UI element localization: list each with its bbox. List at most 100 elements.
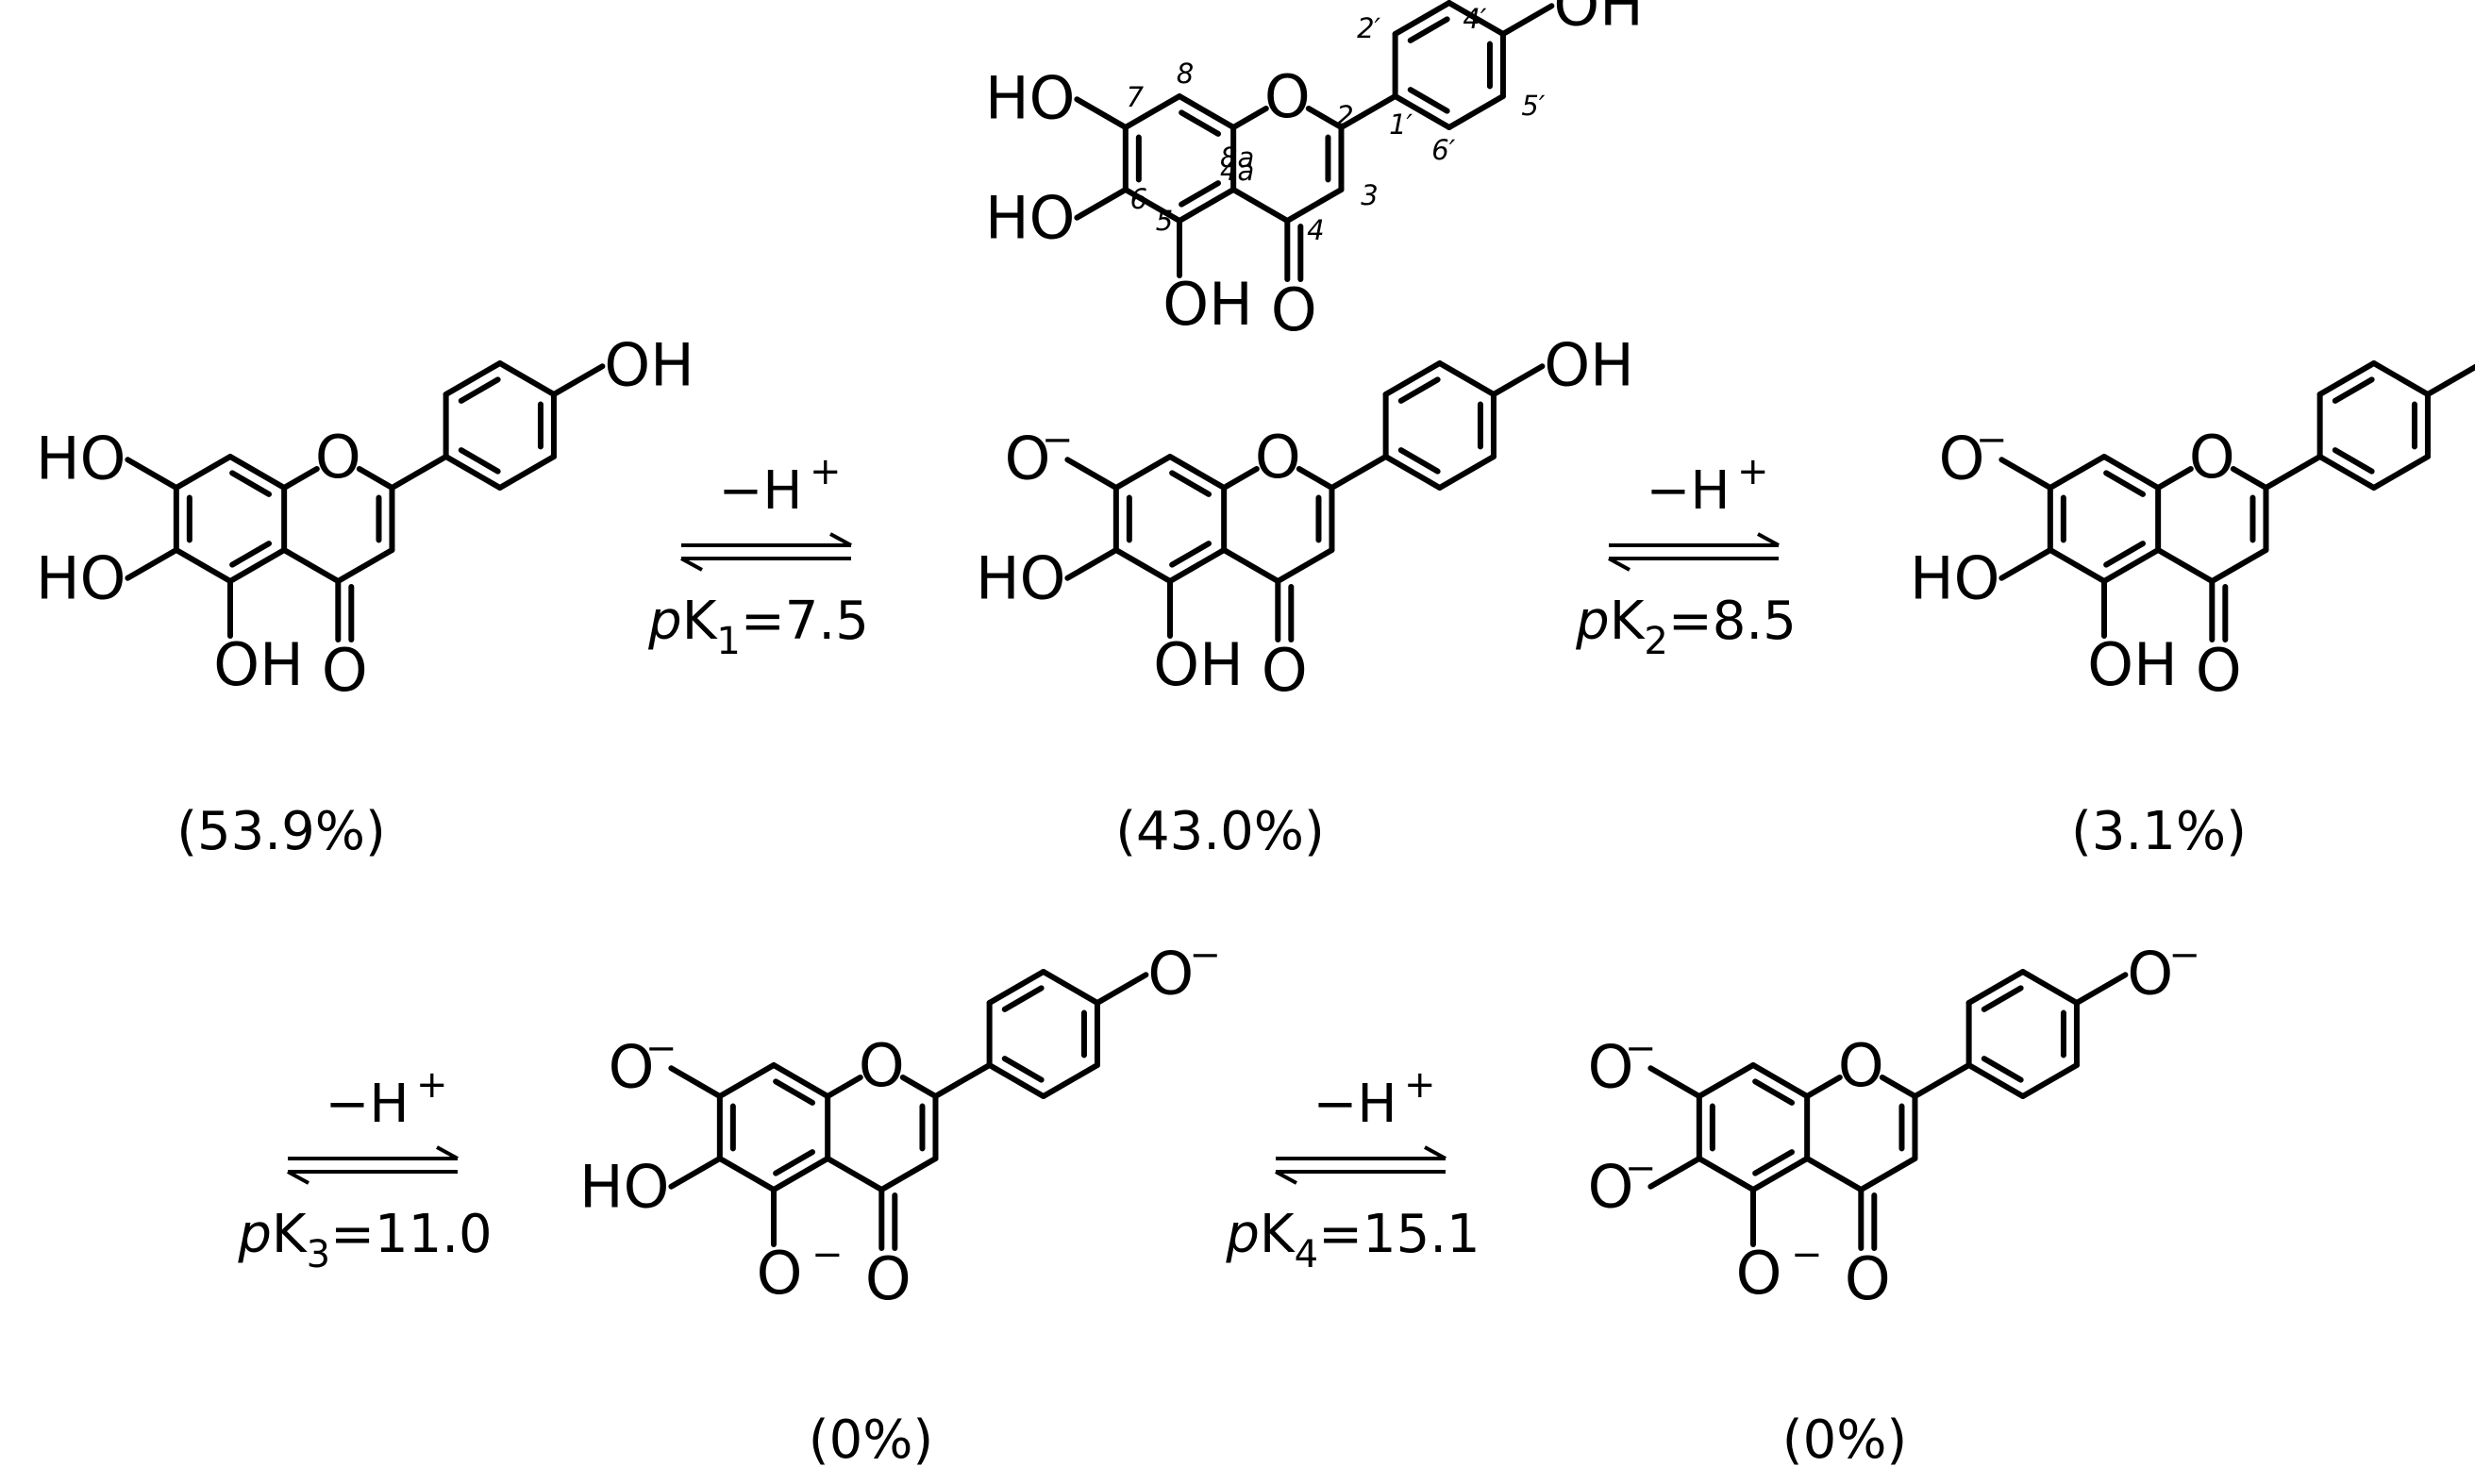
- forward-head: [436, 1145, 459, 1160]
- hydroxyl-6: HO: [985, 184, 1075, 253]
- pk-k: K: [272, 1204, 308, 1265]
- bond: [986, 1062, 1046, 1099]
- hydroxyl-7: HO: [36, 424, 125, 492]
- bond: [1750, 1062, 1811, 1099]
- bond: [1179, 109, 1222, 137]
- charge-7: −: [1625, 1026, 1657, 1070]
- bond: [229, 470, 273, 497]
- bond: [1284, 187, 1345, 224]
- carbonyl-oxygen: O: [322, 636, 368, 705]
- pk-subscript: 1: [716, 620, 740, 663]
- pk-label-2: pK2=8.5: [1575, 591, 1797, 663]
- bond: [1221, 466, 1260, 491]
- oxide-4prime: O: [2127, 939, 2173, 1008]
- forward-head: [1424, 1145, 1447, 1160]
- bond: [1177, 187, 1237, 224]
- fraction-label-4: (0%): [809, 1409, 934, 1471]
- bond: [125, 547, 179, 581]
- locant-n4p: 4′: [1463, 3, 1486, 35]
- bond: [773, 1078, 816, 1106]
- bond: [1221, 547, 1281, 584]
- proton-charge: +: [810, 450, 842, 493]
- bond: [2332, 376, 2375, 404]
- bond: [2073, 972, 2129, 1006]
- bond: [1858, 1156, 1918, 1192]
- fraction-label-3: (3.1%): [2071, 801, 2247, 862]
- bond: [1094, 972, 1149, 1006]
- locant-n4: 4: [1307, 214, 1324, 246]
- pk-p: p: [647, 591, 682, 652]
- bond: [1499, 3, 1555, 37]
- bond: [227, 454, 288, 491]
- bond: [2103, 470, 2147, 497]
- bond: [1169, 541, 1212, 568]
- bond: [1804, 1075, 1843, 1099]
- bond: [1001, 985, 1045, 1012]
- bond: [1112, 454, 1173, 491]
- locant-n6p: 6′: [1431, 134, 1455, 166]
- minus-h-label: −H: [1646, 460, 1730, 522]
- bond: [229, 541, 273, 568]
- locant-n4a: 4a: [1220, 155, 1254, 187]
- bond: [1407, 87, 1450, 114]
- locant-n3: 3: [1361, 179, 1378, 211]
- bond: [2263, 454, 2323, 491]
- bond: [1981, 1056, 2024, 1083]
- pk-subscript: 2: [1644, 620, 1667, 663]
- pk-label-4: pK4=15.1: [1225, 1204, 1480, 1276]
- hydroxyl-4prime: OH: [1544, 330, 1633, 399]
- bond: [825, 1156, 885, 1192]
- ring-oxygen: O: [315, 423, 361, 492]
- oxide-6: O: [1588, 1153, 1634, 1222]
- charge-7: −: [645, 1026, 677, 1070]
- bond: [668, 1065, 723, 1099]
- bond: [1965, 969, 2026, 1006]
- bond: [1122, 187, 1182, 224]
- fraction-label-5: (0%): [1782, 1409, 1908, 1471]
- bond: [2155, 466, 2194, 491]
- reverse-head: [1608, 557, 1630, 572]
- pk-p: p: [237, 1204, 272, 1265]
- charge-4prime: −: [2168, 933, 2200, 976]
- oxide-5: O: [757, 1239, 803, 1308]
- bond: [443, 454, 503, 491]
- bond: [458, 376, 501, 404]
- bond: [2019, 1062, 2080, 1099]
- bond: [1436, 360, 1497, 397]
- reverse-head: [287, 1170, 309, 1185]
- bond: [2316, 454, 2377, 491]
- pk-value: =7.5: [741, 591, 869, 652]
- ring-oxygen: O: [1264, 62, 1311, 131]
- bond: [1179, 180, 1222, 208]
- bond: [1296, 466, 1335, 491]
- bond: [1382, 360, 1443, 397]
- bond: [1696, 1156, 1756, 1192]
- hydroxyl-6: HO: [579, 1153, 669, 1222]
- oxide-7: O: [1588, 1032, 1634, 1101]
- hydroxyl-7: HO: [985, 63, 1075, 132]
- bond: [1040, 969, 1100, 1006]
- hydroxyl-6: HO: [1910, 544, 1999, 613]
- bond: [1490, 363, 1546, 397]
- bond: [1752, 1078, 1796, 1106]
- bond: [1392, 93, 1452, 130]
- bond: [1750, 1156, 1811, 1192]
- bond: [335, 547, 395, 584]
- carbonyl-oxygen: O: [2196, 636, 2242, 705]
- bond: [550, 363, 606, 397]
- bond: [125, 457, 179, 491]
- hydroxyl-5: OH: [2087, 630, 2177, 699]
- proton-charge: +: [416, 1063, 448, 1107]
- species-trianion: OOO−O−HOO−: [579, 933, 1221, 1313]
- carbonyl-oxygen: O: [1845, 1244, 1891, 1313]
- locant-n8: 8: [1177, 58, 1194, 90]
- bond: [2370, 454, 2431, 491]
- bond: [1397, 447, 1441, 475]
- bond: [281, 466, 320, 491]
- equilibrium-arrow-3: −H+pK3=11.0: [237, 1063, 492, 1276]
- locant-n7: 7: [1127, 81, 1145, 113]
- bond: [443, 360, 503, 397]
